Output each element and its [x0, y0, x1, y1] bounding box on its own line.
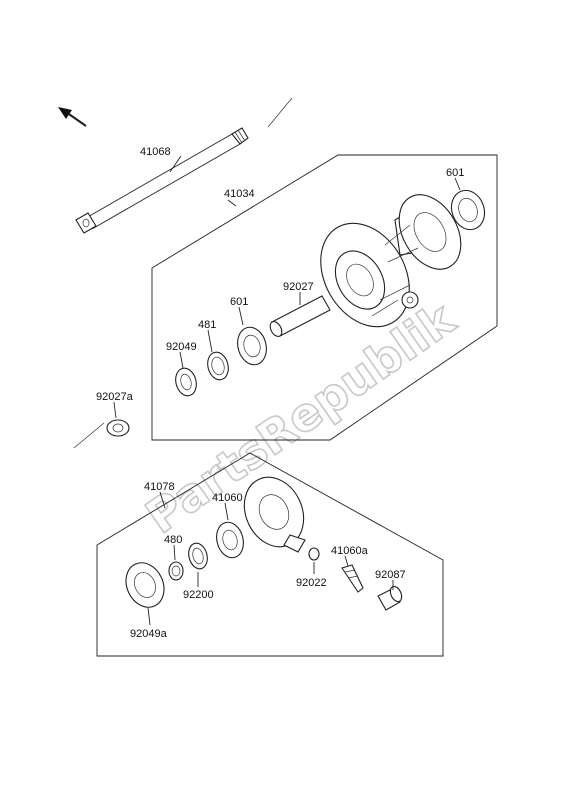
frame-41034 [151, 154, 498, 441]
leader-92027a [113, 401, 117, 419]
gear-41060 [216, 521, 244, 559]
pinion-41060a [341, 564, 364, 593]
leader-92049 [179, 351, 184, 369]
collar-92027a [106, 419, 130, 437]
seal-92049 [175, 367, 197, 397]
wheel-hub [320, 194, 462, 328]
label-92022: 92022 [296, 577, 327, 589]
circlip-481 [207, 351, 229, 381]
label-92027: 92027 [283, 281, 314, 293]
leader-41068 [169, 155, 182, 173]
cap-92087 [377, 585, 403, 611]
direction-arrow-icon [58, 107, 87, 127]
label-92087: 92087 [375, 569, 406, 581]
label-41034: 41034 [224, 188, 255, 200]
leader-601-left [238, 306, 244, 326]
frame-41078 [96, 452, 444, 657]
label-481: 481 [198, 319, 216, 331]
circlip-480 [168, 561, 184, 581]
leader-41078 [159, 491, 166, 509]
leader-481 [207, 329, 213, 353]
washer-92022 [308, 547, 320, 561]
seal-92049a [125, 562, 165, 608]
label-480: 480 [164, 534, 182, 546]
label-41060a: 41060a [331, 545, 369, 557]
leader-601-right [454, 177, 461, 191]
label-92027a: 92027a [96, 391, 134, 403]
meter-gear-housing [243, 476, 306, 553]
label-41060: 41060 [212, 492, 243, 504]
spacer-92027 [269, 295, 331, 337]
axle-41068 [75, 97, 293, 234]
label-601-right: 601 [446, 167, 464, 179]
leader-41060 [224, 502, 229, 521]
bearing-601-left [237, 326, 267, 366]
leader-41034 [227, 199, 237, 207]
label-92049a: 92049a [130, 628, 168, 640]
leader-92049a [147, 607, 151, 626]
bearing-601-right [450, 189, 486, 231]
label-92049: 92049 [166, 341, 197, 353]
washer-92200 [188, 542, 208, 570]
axis-line-left [73, 422, 105, 449]
leader-41060a [344, 555, 349, 567]
label-41078: 41078 [144, 481, 175, 493]
label-41068: 41068 [140, 146, 171, 158]
leader-480 [173, 544, 176, 561]
label-92200: 92200 [183, 589, 214, 601]
label-601-left: 601 [230, 296, 248, 308]
